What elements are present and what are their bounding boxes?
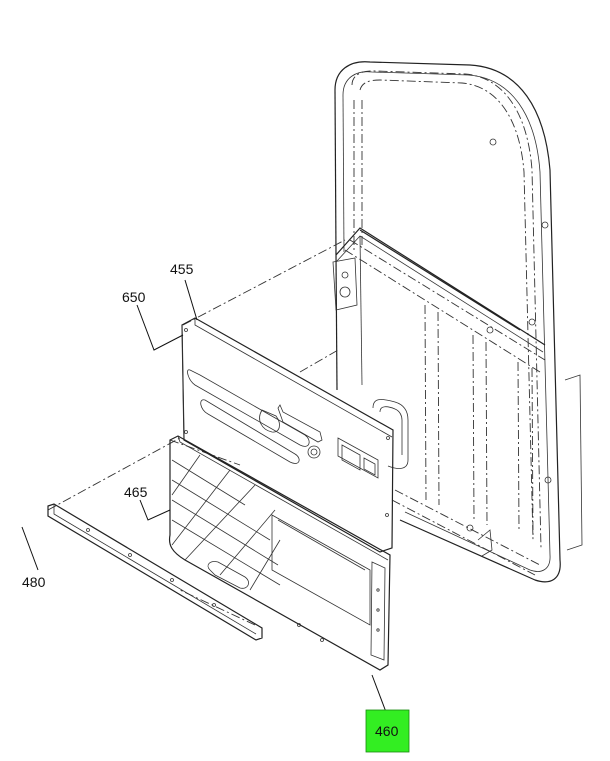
callout-465: 465 [124, 484, 148, 500]
callout-650: 650 [122, 289, 146, 305]
callout-460: 460 [375, 723, 399, 739]
lower-trim-panel [168, 435, 391, 671]
callout-480: 480 [22, 574, 46, 590]
leader-lines [21, 279, 387, 713]
callout-455: 455 [170, 261, 194, 277]
molding-strip [47, 503, 263, 641]
door-frame [332, 61, 583, 583]
callout-highlight-box [365, 709, 410, 753]
